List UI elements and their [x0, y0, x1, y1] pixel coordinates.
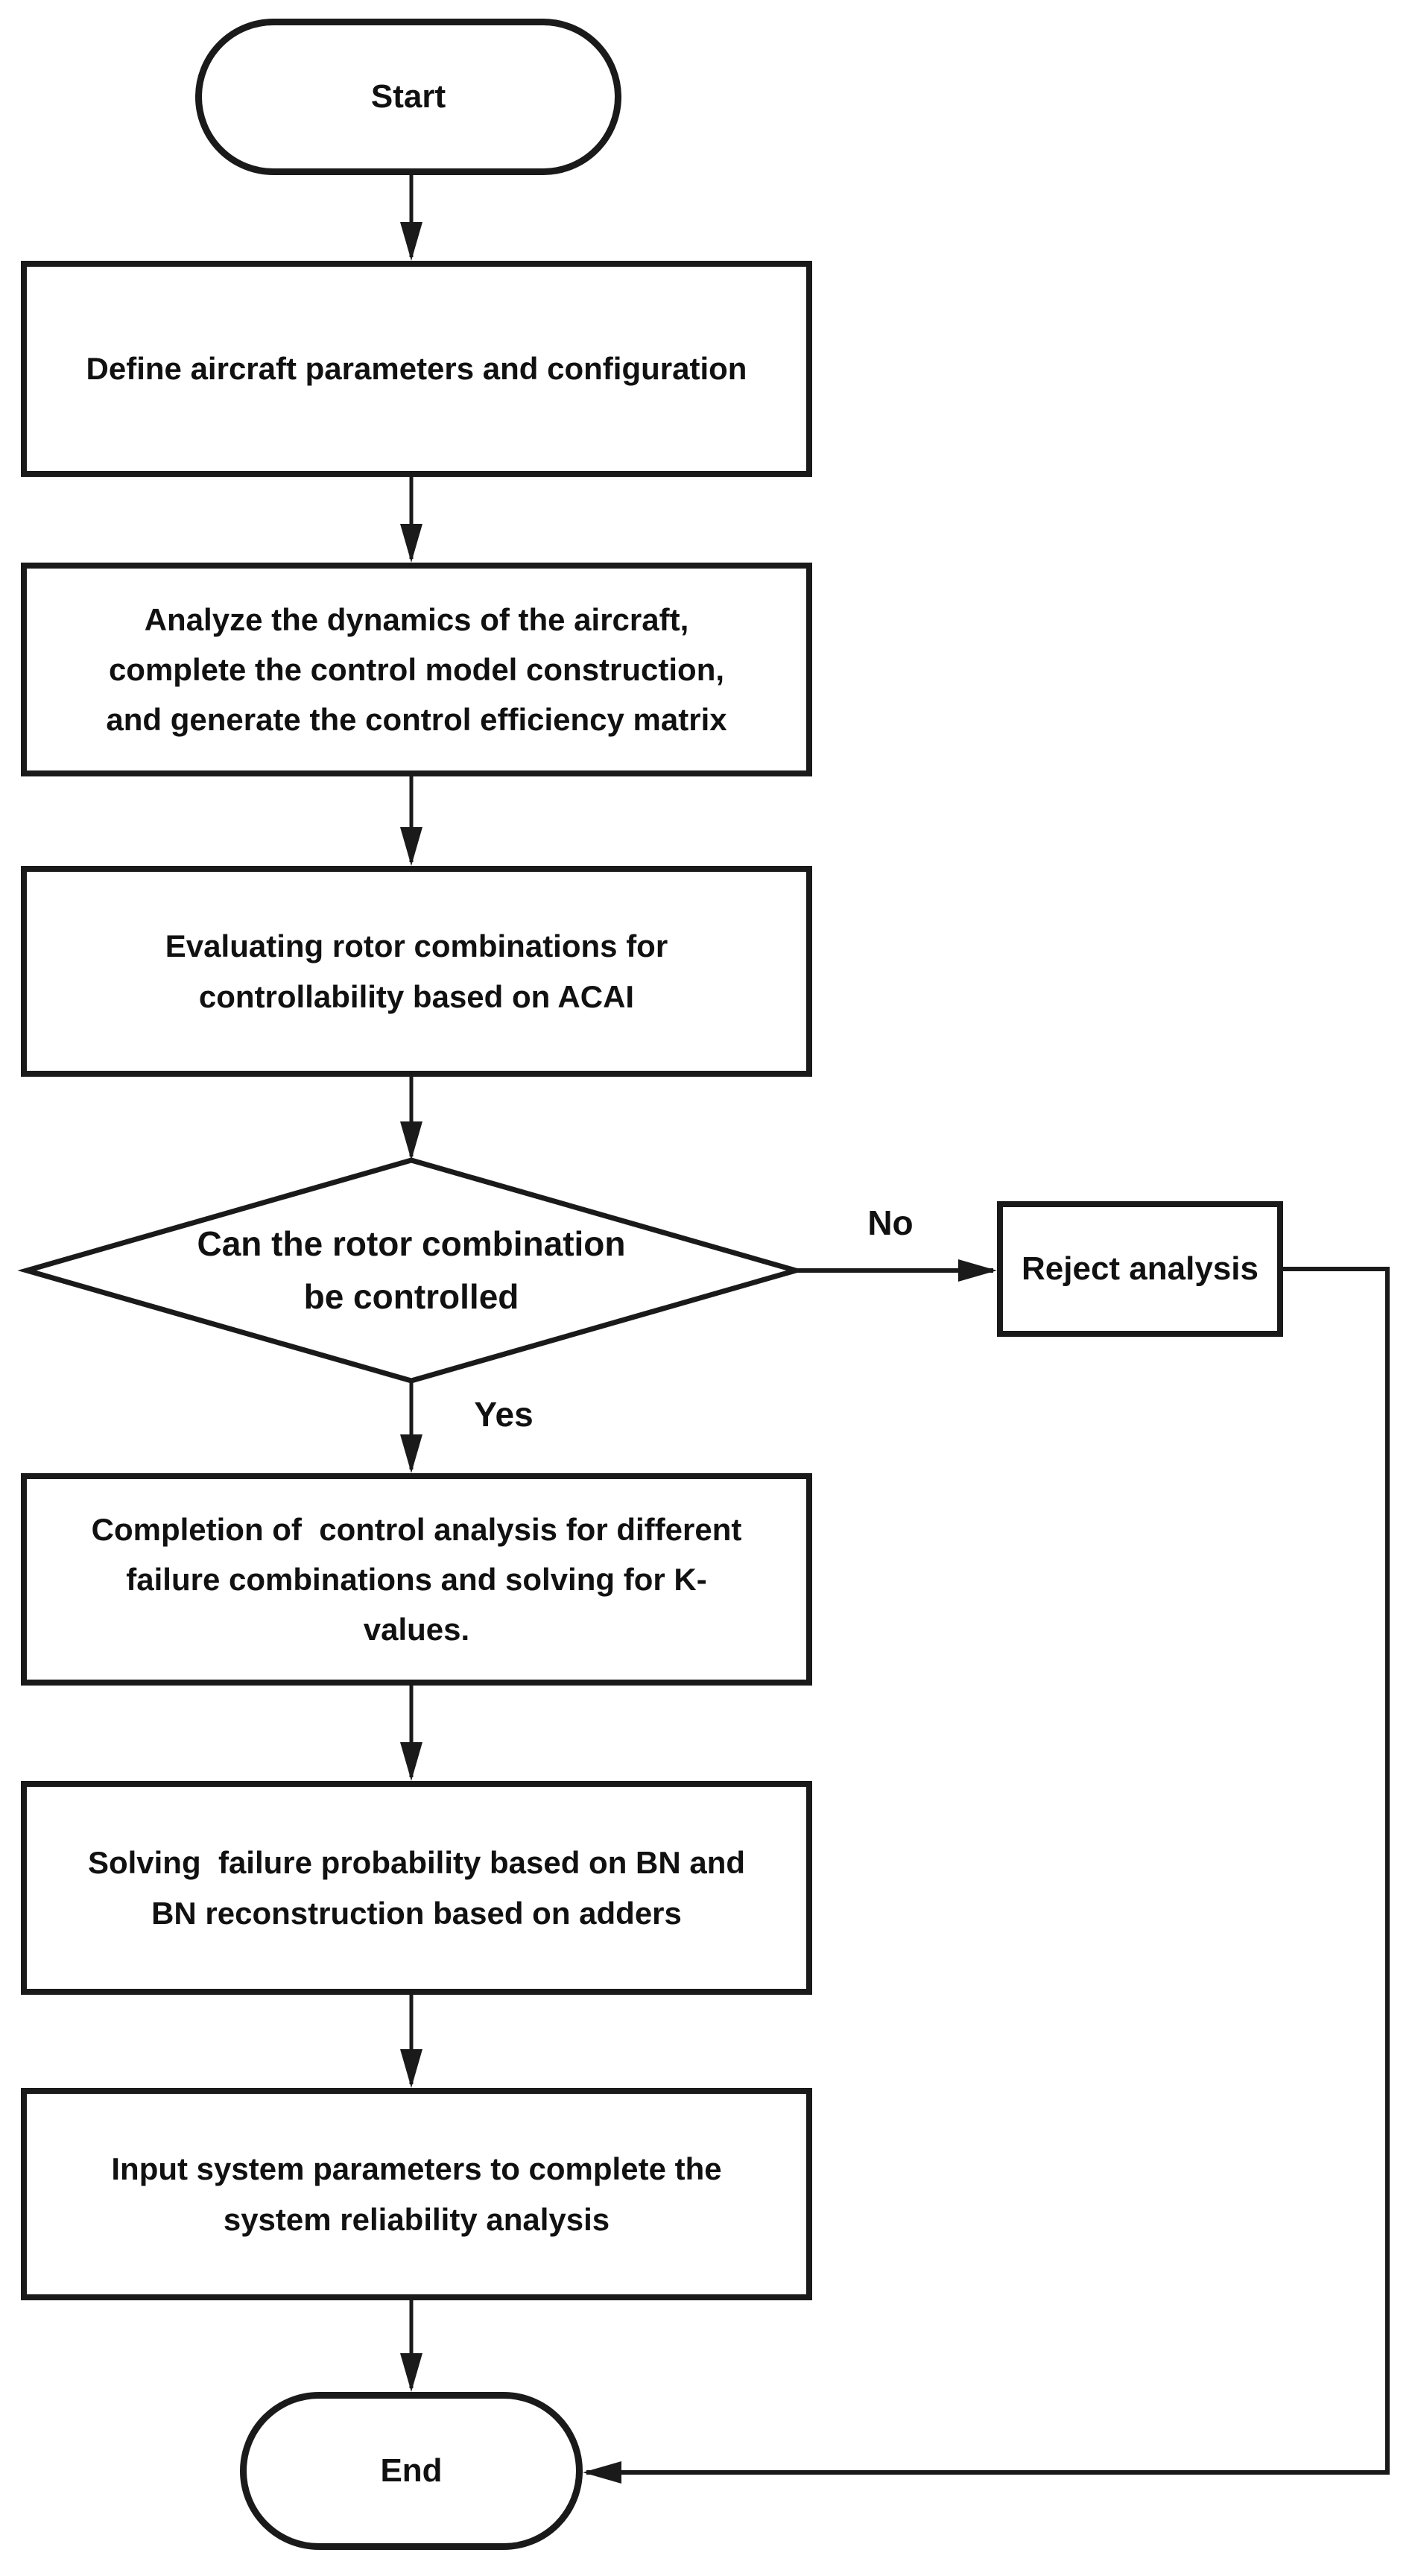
edge-label-no: No [867, 1203, 914, 1242]
process-completion-control-analysis: Completion of control analysis for diffe… [21, 1473, 812, 1686]
process-input-system-parameters: Input system parameters to complete the … [21, 2088, 812, 2300]
edge-reject-end [586, 1267, 1390, 2475]
start-node: Start [195, 19, 621, 175]
arrowhead-reject-end [583, 2461, 621, 2484]
decision-rotor-controllable: Can the rotor combination be controlled [113, 1179, 709, 1362]
process-input-system-parameters-label: Input system parameters to complete the … [111, 2151, 722, 2237]
process-reject-analysis: Reject analysis [997, 1201, 1283, 1337]
decision-rotor-controllable-label: Can the rotor combination be controlled [197, 1224, 626, 1316]
process-reject-analysis-label: Reject analysis [1022, 1250, 1259, 1287]
arrowhead-evaluate-decision [400, 1121, 422, 1160]
process-analyze-dynamics: Analyze the dynamics of the aircraft, co… [21, 563, 812, 776]
process-evaluate-rotor-combinations-label: Evaluating rotor combinations for contro… [165, 928, 668, 1014]
arrowhead-solving-input [400, 2049, 422, 2088]
end-label: End [380, 2452, 443, 2489]
arrowhead-decision-reject [958, 1259, 997, 1282]
process-define-parameters: Define aircraft parameters and configura… [21, 261, 812, 477]
edge-label-yes: Yes [474, 1395, 534, 1434]
process-completion-control-analysis-label: Completion of control analysis for diffe… [91, 1511, 742, 1648]
process-evaluate-rotor-combinations: Evaluating rotor combinations for contro… [21, 866, 812, 1077]
process-solving-failure-probability: Solving failure probability based on BN … [21, 1781, 812, 1995]
process-solving-failure-probability-label: Solving failure probability based on BN … [87, 1845, 746, 1931]
arrowhead-analyze-evaluate [400, 827, 422, 866]
arrowhead-input-end [400, 2353, 422, 2392]
process-analyze-dynamics-label: Analyze the dynamics of the aircraft, co… [106, 601, 727, 738]
arrowhead-decision-completion [400, 1434, 422, 1473]
end-node: End [240, 2392, 583, 2550]
arrowhead-completion-solving [400, 1742, 422, 1781]
arrowhead-start-define [400, 222, 422, 261]
arrowhead-define-analyze [400, 524, 422, 563]
process-define-parameters-label: Define aircraft parameters and configura… [86, 351, 747, 387]
start-label: Start [370, 77, 446, 115]
